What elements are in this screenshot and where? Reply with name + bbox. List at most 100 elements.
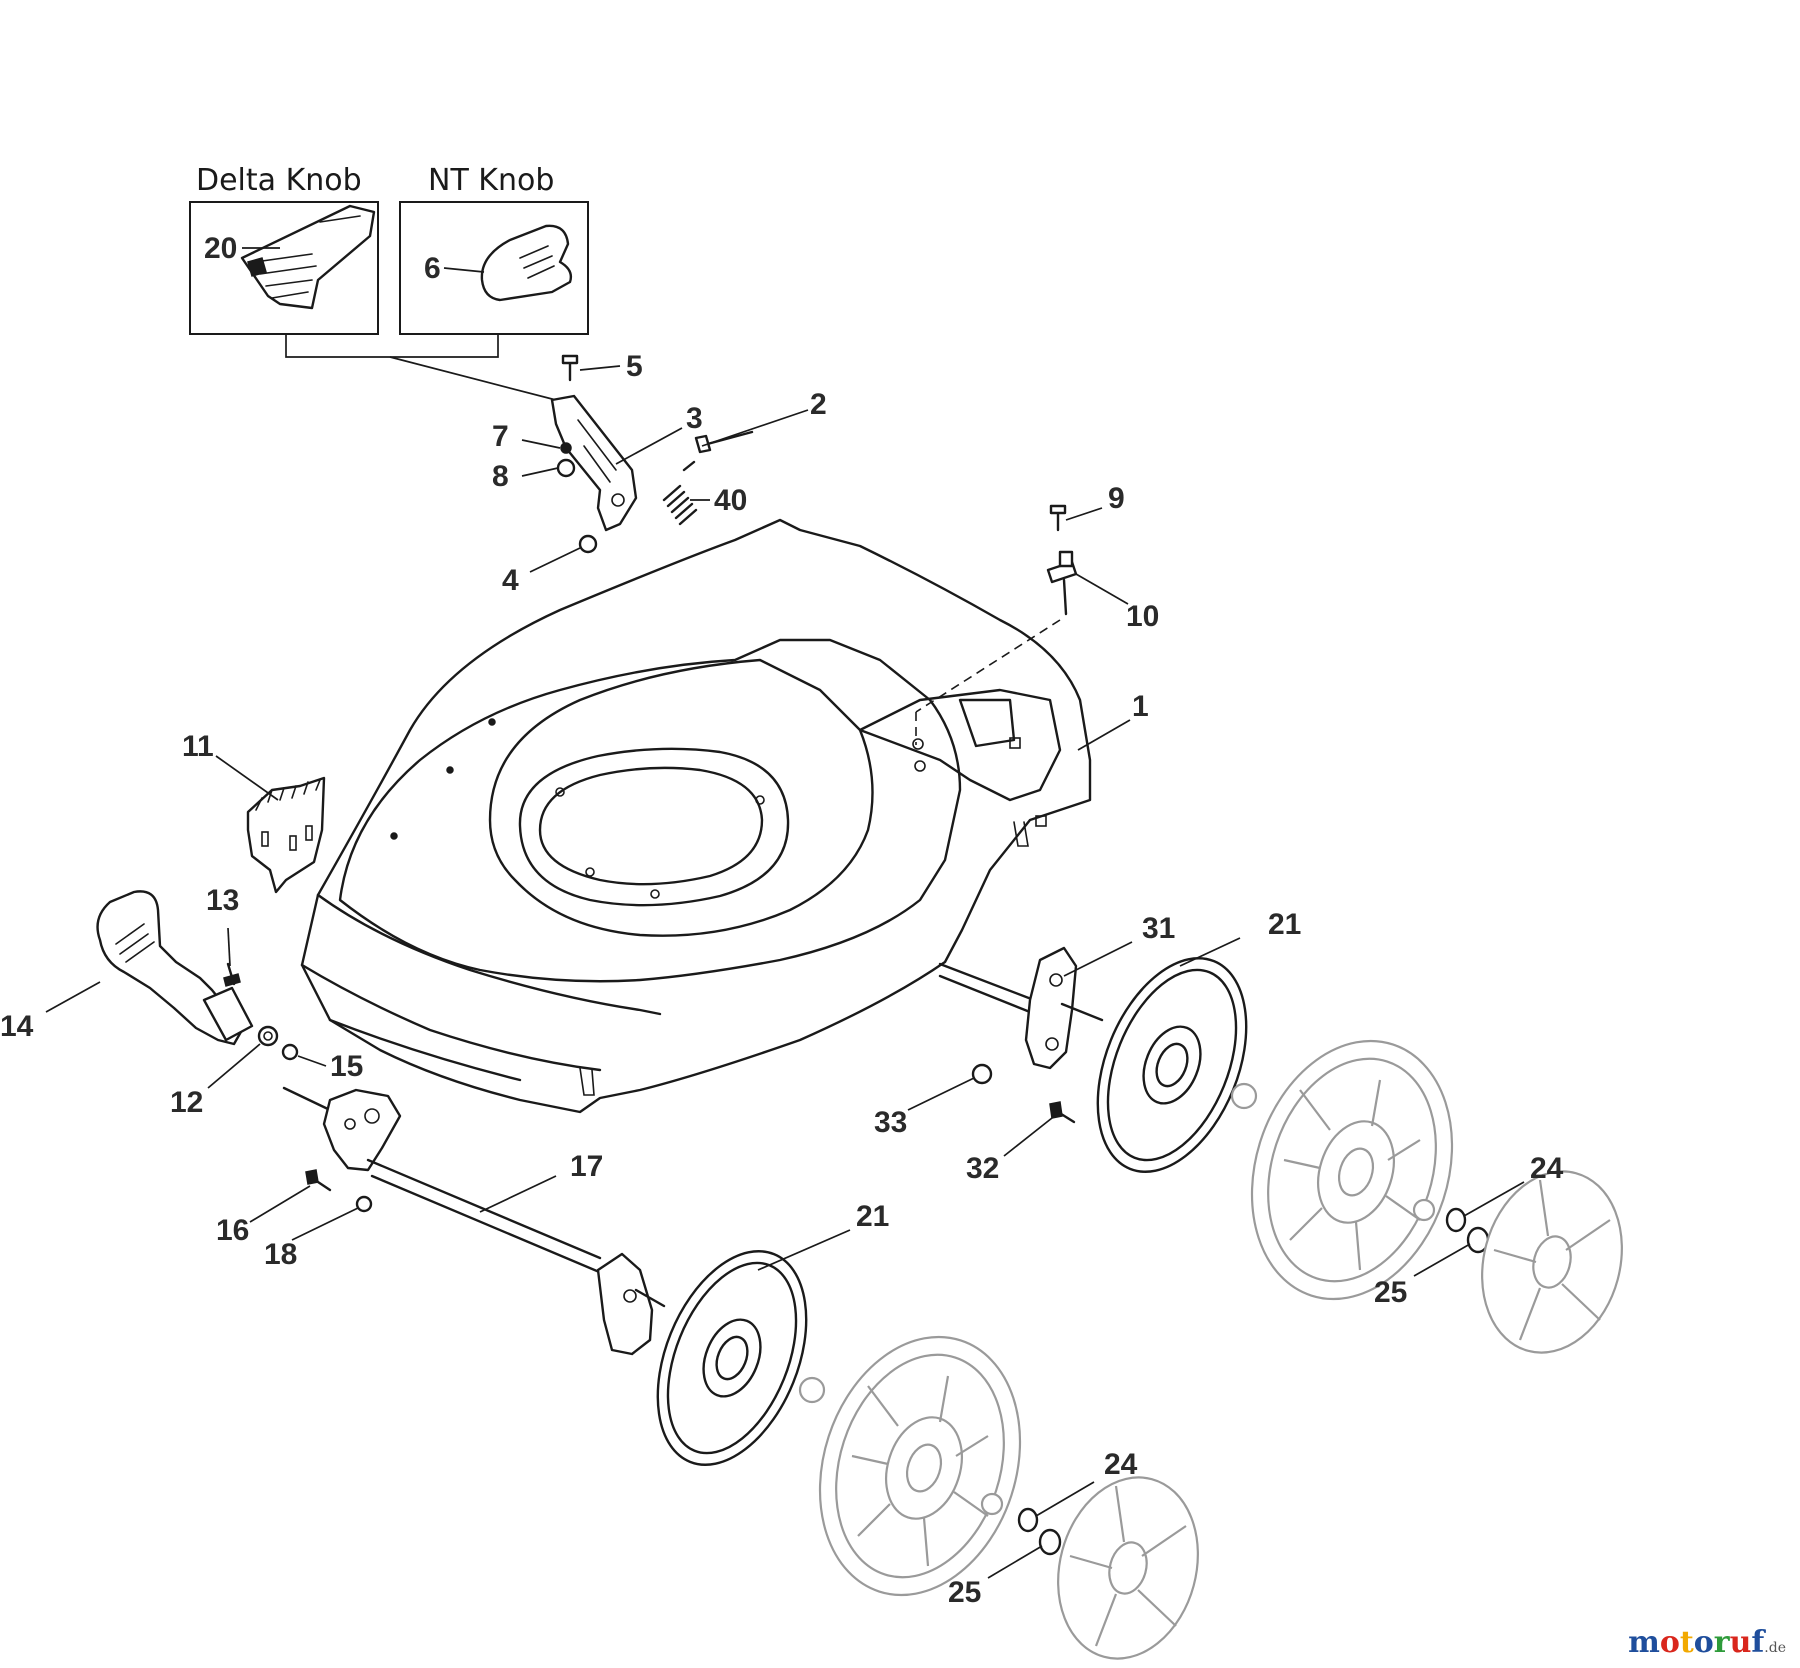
front-tyre-21 (656, 1250, 808, 1466)
callout-33: 33 (874, 1106, 907, 1139)
nut-33 (971, 1063, 993, 1085)
rear-tyre-21 (1096, 957, 1248, 1173)
leader-3 (615, 427, 683, 465)
front-washer-24 (1017, 1507, 1039, 1533)
bolt-16 (305, 1169, 332, 1192)
nt-knob-part (480, 224, 573, 302)
watermark-letter: o (1693, 1625, 1714, 1660)
inset-nt-knob-frame (399, 201, 589, 335)
callout-9: 9 (1108, 482, 1125, 515)
leader-15 (297, 1055, 327, 1067)
inset-delta-knob-title: Delta Knob (196, 163, 362, 198)
inset-delta-knob: Delta Knob 20 (189, 163, 379, 335)
callout-5: 5 (626, 350, 643, 383)
motoruf-watermark-logo: motoruf.de (1628, 1628, 1786, 1658)
washer-12 (257, 1025, 279, 1047)
rear-wheel-rim (1230, 1039, 1454, 1301)
callout-2: 2 (810, 388, 827, 421)
leader-14 (45, 981, 101, 1013)
callout-40: 40 (714, 484, 747, 517)
mower-deck (300, 518, 1092, 1114)
leader-6 (443, 267, 485, 273)
callout-20: 20 (204, 232, 237, 265)
bolt-32 (1049, 1101, 1076, 1124)
callout-16: 16 (216, 1214, 249, 1247)
callout-13: 13 (206, 884, 239, 917)
callout-25-front: 25 (948, 1576, 981, 1609)
leader-13 (227, 927, 231, 967)
leader-10 (1075, 573, 1129, 605)
callout-4: 4 (502, 564, 519, 597)
leader-11 (215, 755, 279, 801)
leader-32 (1003, 1117, 1053, 1157)
nut-15 (281, 1043, 299, 1061)
front-hubcap (1057, 1476, 1199, 1660)
front-wheel-rim (798, 1335, 1022, 1597)
axis-dash-10 (915, 619, 1061, 713)
watermark-letter: f (1751, 1625, 1765, 1660)
leader-33 (907, 1077, 975, 1111)
callout-14: 14 (0, 1010, 34, 1043)
rear-flap-11 (246, 776, 326, 894)
leader-25b (987, 1545, 1043, 1579)
front-axle-17 (282, 1086, 666, 1356)
screw-9 (1049, 504, 1067, 532)
callout-1: 1 (1132, 690, 1149, 723)
callout-11: 11 (182, 730, 214, 763)
watermark-letter: t (1679, 1625, 1694, 1660)
inset-bracket (285, 334, 499, 358)
watermark-suffix: .de (1764, 1640, 1786, 1656)
screw-5 (561, 354, 579, 382)
watermark-letter: r (1713, 1625, 1730, 1660)
rear-washer-24 (1445, 1207, 1467, 1233)
leader-21b (757, 1229, 851, 1271)
callout-15: 15 (330, 1050, 363, 1083)
height-handle-14 (96, 890, 254, 1046)
leader-12 (207, 1043, 261, 1089)
pivot-pin-10 (1046, 550, 1078, 616)
leader-8 (521, 467, 559, 477)
callout-21-front: 21 (856, 1200, 889, 1233)
screw-13 (223, 962, 241, 987)
leader-31 (1063, 941, 1133, 977)
leader-5 (579, 365, 621, 371)
front-nut-25 (1038, 1528, 1062, 1556)
height-adjust-lever (550, 394, 638, 532)
callout-6: 6 (424, 252, 441, 285)
callout-18: 18 (264, 1238, 297, 1271)
leader-18 (291, 1207, 359, 1241)
pin-7 (560, 442, 572, 454)
callout-24-front: 24 (1104, 1448, 1138, 1481)
watermark-letter: o (1659, 1625, 1680, 1660)
watermark-letter: u (1729, 1625, 1752, 1660)
inset-delta-knob-frame (189, 201, 379, 335)
leader-1 (1077, 719, 1131, 751)
callout-31: 31 (1142, 912, 1175, 945)
callout-24-rear: 24 (1530, 1152, 1564, 1185)
nut-4 (578, 534, 598, 554)
callout-12: 12 (170, 1086, 203, 1119)
spring-40 (662, 460, 698, 526)
leader-9 (1065, 507, 1103, 521)
leader-2 (701, 409, 809, 447)
leader-25a (1413, 1243, 1471, 1277)
callout-25-rear: 25 (1374, 1276, 1407, 1309)
leader-24a (1463, 1181, 1525, 1217)
callout-10: 10 (1126, 600, 1159, 633)
rear-axle-bracket-31 (938, 946, 1104, 1070)
inset-nt-knob: NT Knob 6 (399, 163, 589, 335)
inset-pointer (389, 356, 557, 401)
callout-3: 3 (686, 402, 703, 435)
leader-24b (1035, 1481, 1095, 1517)
watermark-letters: motoruf (1628, 1625, 1764, 1660)
callout-7: 7 (492, 420, 509, 453)
washer-12-hole (263, 1031, 273, 1041)
nut-18 (355, 1195, 373, 1213)
leader-4 (529, 547, 581, 573)
leader-21a (1179, 937, 1241, 967)
nut-8 (556, 458, 576, 478)
leader-16 (249, 1185, 311, 1223)
rear-hubcap (1481, 1170, 1623, 1354)
